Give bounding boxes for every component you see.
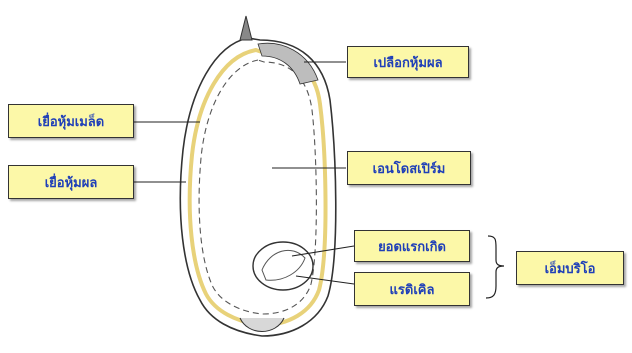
embryo-shape [253,242,313,290]
label-fruit-membrane: เยื่อหุ้มผล [8,165,134,199]
pericarp-hatch [258,43,318,84]
label-plumule: ยอดแรกเกิด [354,230,470,262]
label-embryo: เอ็มบริโอ [516,251,624,285]
embryo-brace [486,236,504,298]
hull-tip [240,16,252,40]
label-pericarp-top: เปลือกหุ้มผล [347,46,469,78]
grain-base [240,318,284,332]
label-seed-coat: เยื่อหุ้มเมล็ด [8,104,134,138]
label-endosperm: เอนโดสเปิร์ม [347,151,471,185]
label-radicle: แรดิเคิล [354,272,470,306]
seed-coat-layer [190,50,326,325]
